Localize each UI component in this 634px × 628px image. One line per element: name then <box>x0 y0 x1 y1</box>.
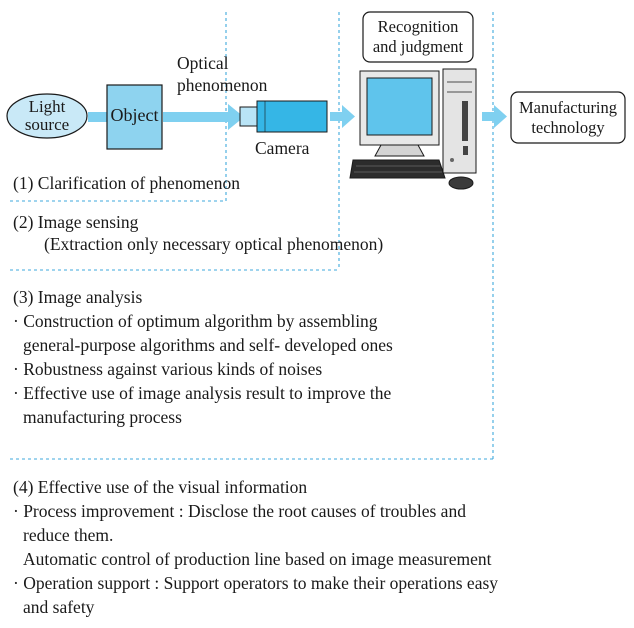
step-4-title: (4) Effective use of the visual informat… <box>13 477 308 497</box>
recognition-label: Recognition and judgment <box>372 17 464 56</box>
camera-icon <box>239 100 328 133</box>
optical-phenomenon-label: Optical phenomenon <box>177 53 268 95</box>
step-3-item: manufacturing process <box>23 407 182 427</box>
step-4-item: · Operation support : Support operators … <box>13 573 499 593</box>
step-3-item: · Effective use of image analysis result… <box>13 383 392 403</box>
flow-arrows <box>88 104 507 130</box>
camera-label: Camera <box>255 138 310 158</box>
step-4-item: reduce them. <box>23 525 114 545</box>
step-4-item: and safety <box>23 597 95 617</box>
step-3-item: general-purpose algorithms and self- dev… <box>23 335 393 355</box>
step-2-title: (2) Image sensing <box>13 212 139 232</box>
object-label: Object <box>110 105 159 125</box>
arrow-object-to-camera <box>163 104 244 130</box>
step-3-title: (3) Image analysis <box>13 287 143 307</box>
arrow-computer-to-manufacturing <box>482 105 507 128</box>
manufacturing-box <box>510 91 626 144</box>
arrow-light-to-object <box>88 112 108 122</box>
arrow-camera-to-computer <box>330 105 355 128</box>
light-source-label: Light source <box>24 97 70 134</box>
step-4-item: · Process improvement : Disclose the roo… <box>13 501 466 521</box>
step-3-item: · Construction of optimum algorithm by a… <box>13 311 378 331</box>
light-source-shape <box>6 93 88 139</box>
step-4-item: Automatic control of production line bas… <box>23 549 492 569</box>
recognition-box <box>362 11 474 63</box>
dividers <box>10 12 494 460</box>
step-1-title: (1) Clarification of phenomenon <box>13 173 240 193</box>
step-2-note: (Extraction only necessary optical pheno… <box>44 234 384 254</box>
manufacturing-label: Manufacturing technology <box>518 98 618 137</box>
computer-icon <box>349 68 477 190</box>
step-3-item: · Robustness against various kinds of no… <box>13 359 323 379</box>
object-shape <box>106 84 163 150</box>
